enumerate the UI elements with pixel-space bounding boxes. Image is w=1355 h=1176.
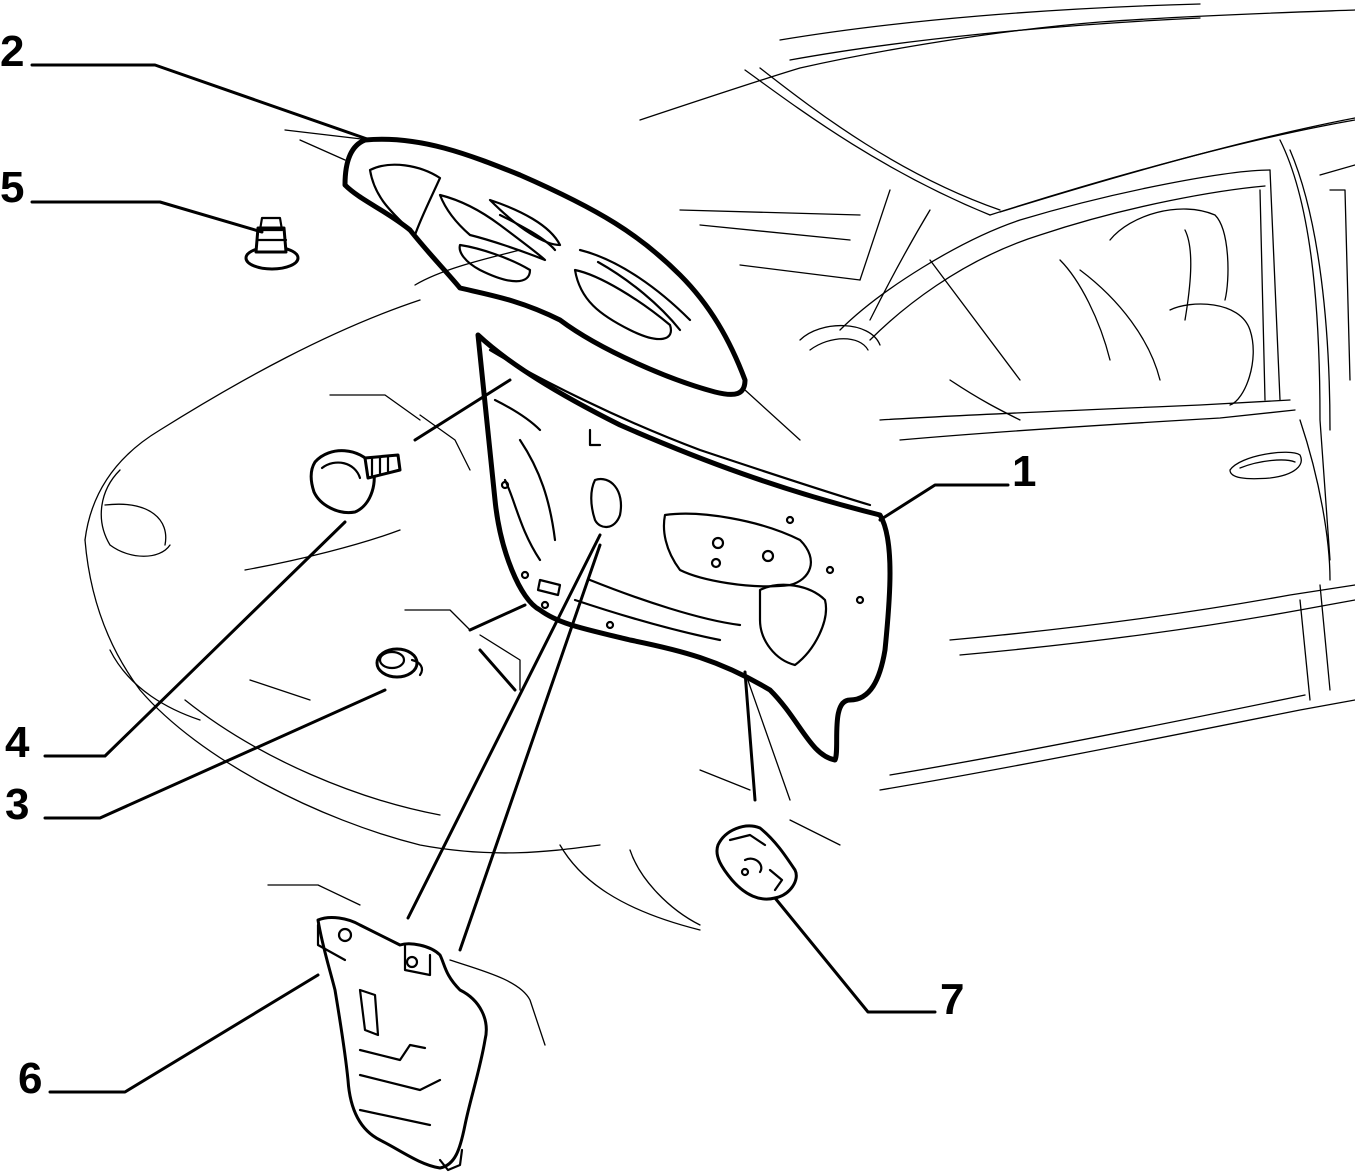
part-2-hood-insulation: [284, 129, 801, 441]
leader-6: [48, 973, 320, 1094]
callout-6: 6: [18, 1054, 42, 1103]
leader-2: [30, 63, 372, 142]
callout-4: 4: [5, 718, 30, 767]
leader-lines: [30, 63, 1010, 1094]
callout-5: 5: [0, 163, 24, 212]
leader-7a: [743, 670, 757, 802]
leader-1c: [478, 648, 517, 692]
leader-6b: [458, 543, 602, 952]
part-3-plug: [375, 647, 424, 679]
leader-4: [43, 520, 347, 758]
callout-2: 2: [0, 27, 24, 76]
part-5-clip: [244, 216, 300, 271]
leader-3: [43, 688, 387, 820]
part-4-screw-bumper: [309, 449, 402, 515]
part-7-retainer: [715, 824, 798, 901]
leader-6a: [406, 533, 602, 920]
callout-7: 7: [940, 975, 964, 1024]
leader-1b: [468, 603, 527, 632]
part-1-front-panel: [475, 332, 893, 763]
leader-5: [30, 200, 264, 234]
callout-1: 1: [1012, 447, 1036, 496]
part-6-bracket: [267, 884, 488, 1172]
callout-3: 3: [5, 780, 29, 829]
leader-1a: [413, 378, 512, 442]
leader-1: [878, 483, 1010, 522]
leader-7: [773, 896, 937, 1014]
car-body-outline: [84, 3, 1355, 1046]
callout-labels: 1 2 3 4 5 6 7: [0, 27, 1036, 1103]
